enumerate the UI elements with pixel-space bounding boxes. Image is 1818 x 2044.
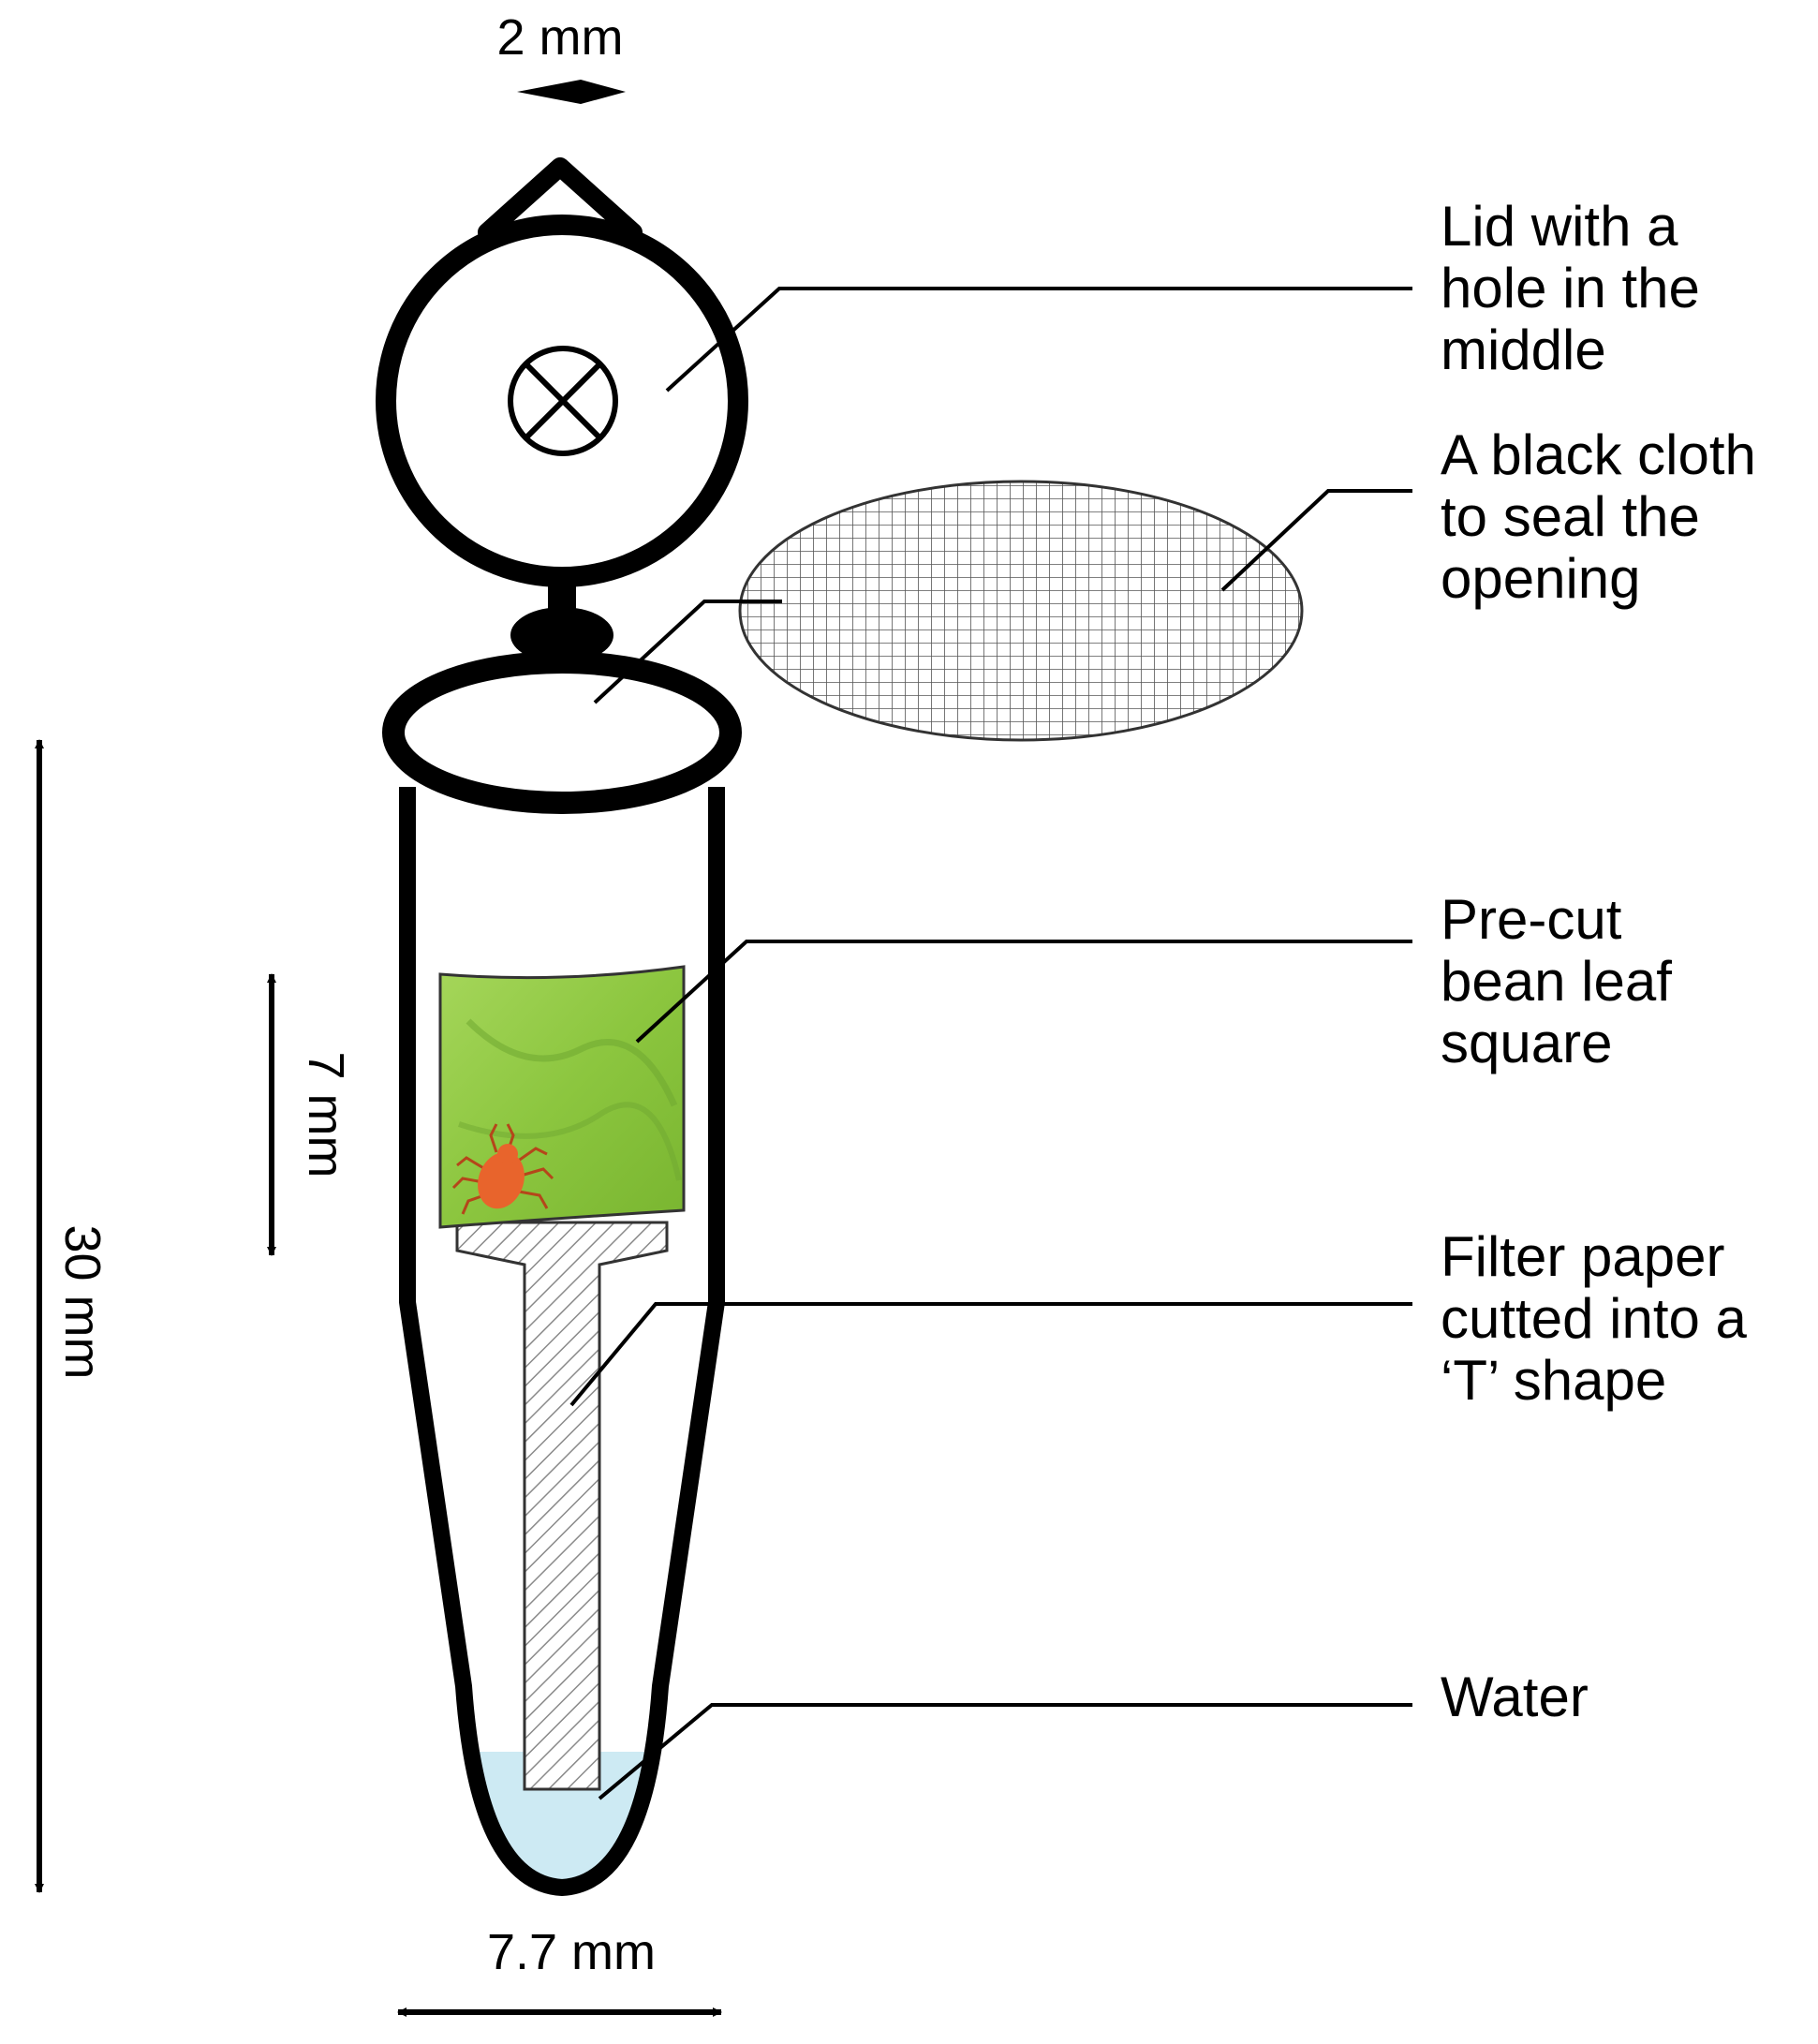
lid-label-line-2: hole in the — [1441, 257, 1700, 319]
lid-tab-width-label: 2 mm — [497, 9, 624, 66]
cloth-leader-line — [1220, 489, 1412, 592]
leaf-label-line-2: bean leaf — [1441, 950, 1672, 1013]
tube-opening — [382, 651, 742, 814]
cloth-label-line-2: to seal the — [1441, 485, 1700, 548]
lid-label-line-3: middle — [1441, 318, 1606, 381]
leaf-vein — [466, 1018, 678, 1107]
bean-leaf-square — [438, 965, 686, 1229]
tube-width-dimension: 7.7 mm — [397, 1924, 722, 2017]
tube-outline — [399, 787, 725, 1896]
leaf-height-label: 7 mm — [298, 1052, 354, 1178]
double-arrow-icon — [517, 80, 626, 104]
filter-label-line-3: ‘T’ shape — [1441, 1349, 1666, 1412]
lid-leader-line — [665, 287, 1412, 393]
leaf-label-line-1: Pre-cut — [1441, 888, 1622, 951]
lid-label-line-1: Lid with a — [1441, 195, 1678, 258]
leaf-height-dimension: 7 mm — [267, 973, 354, 1256]
leader-lines — [569, 287, 1412, 1800]
water-leader-line — [598, 1703, 1412, 1800]
mite-body — [478, 1151, 525, 1209]
lid-tab-dimension: 2 mm — [497, 9, 626, 104]
tube-length-dimension: 30 mm — [35, 739, 111, 1893]
leaf-leader-line — [635, 940, 1412, 1044]
cloth-label-line-1: A black cloth — [1441, 423, 1756, 486]
opening-leader-line — [593, 600, 782, 704]
cloth-label-line-3: opening — [1441, 547, 1641, 610]
filter-leader-line — [569, 1302, 1412, 1407]
filter-label-line-2: cutted into a — [1441, 1287, 1748, 1350]
tube-lid — [376, 157, 748, 663]
tube-length-label: 30 mm — [54, 1224, 111, 1379]
filter-label-line-1: Filter paper — [1441, 1225, 1724, 1288]
filter-paper-t — [455, 1221, 669, 1791]
tube-width-label: 7.7 mm — [487, 1924, 656, 1980]
water-label: Water — [1441, 1666, 1589, 1728]
leaf-label-line-3: square — [1441, 1012, 1612, 1074]
black-cloth — [738, 480, 1304, 742]
